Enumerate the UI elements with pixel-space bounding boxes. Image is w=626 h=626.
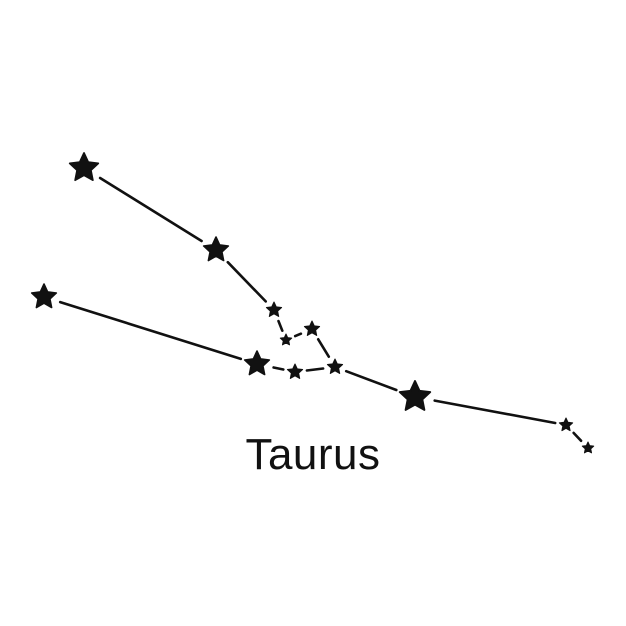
star-icon-8	[326, 358, 344, 374]
star-icon-9	[398, 380, 432, 411]
constellation-line-1	[226, 260, 268, 303]
constellation-line-4	[316, 337, 331, 359]
connection-lines	[58, 176, 583, 443]
constellation-line-2	[277, 319, 284, 333]
star-icon-0	[68, 152, 100, 182]
constellation-line-3	[293, 332, 303, 338]
constellation-line-0	[98, 176, 203, 243]
star-icon-4	[303, 320, 321, 336]
stars-group	[30, 152, 595, 454]
star-icon-6	[243, 350, 271, 376]
star-icon-11	[581, 441, 595, 454]
constellation-line-6	[272, 366, 285, 371]
constellation-name: Taurus	[245, 430, 381, 479]
star-icon-1	[202, 236, 230, 262]
star-icon-5	[30, 283, 58, 309]
constellation-line-10	[572, 431, 583, 443]
star-icon-3	[279, 333, 293, 346]
constellation-line-9	[433, 399, 557, 425]
star-icon-2	[265, 301, 283, 317]
star-icon-10	[558, 417, 574, 432]
constellation-line-8	[344, 369, 398, 392]
constellation-line-5	[58, 300, 243, 361]
star-icon-7	[286, 363, 304, 379]
constellation-line-7	[305, 367, 325, 372]
